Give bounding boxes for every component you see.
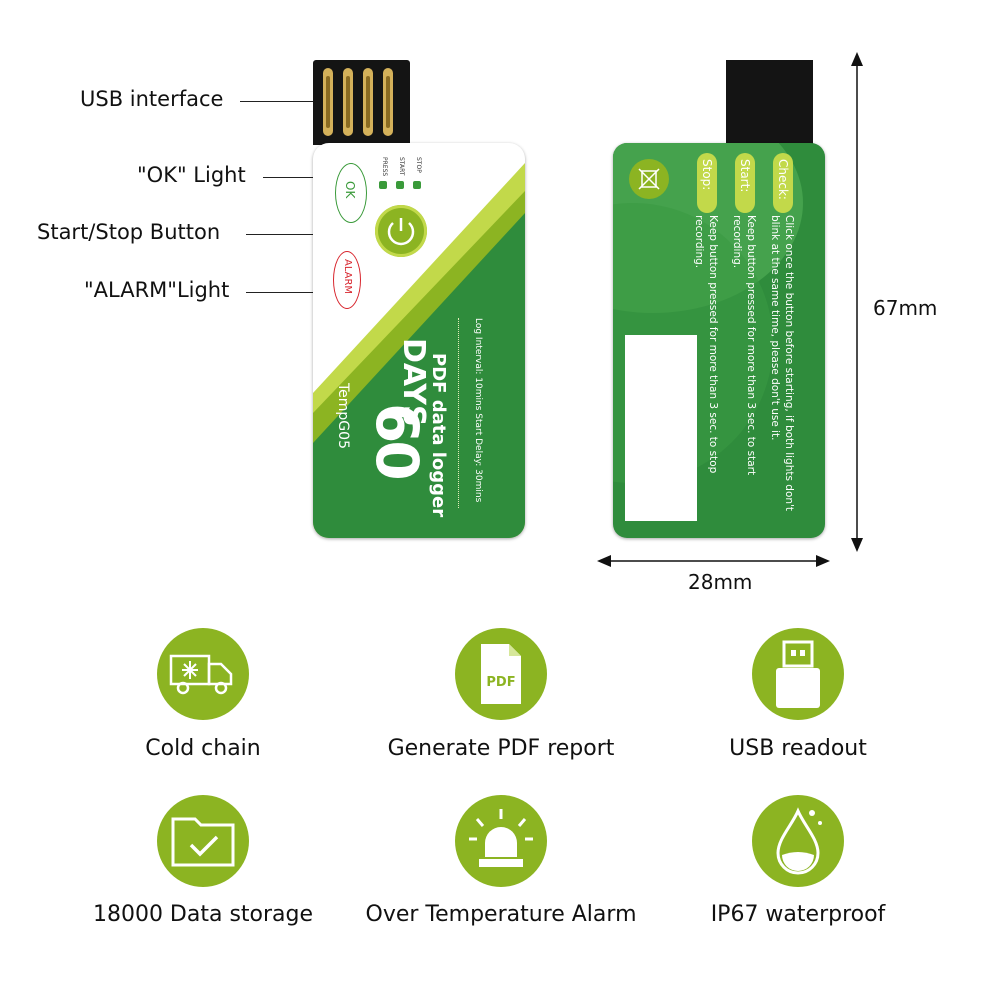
no-dispose-icon	[629, 159, 669, 199]
label-area	[625, 335, 697, 521]
start-text-line2: recording.	[731, 215, 743, 269]
leader-alarm	[246, 292, 334, 293]
usb-icon	[776, 640, 820, 708]
width-dimension: 28mm	[688, 570, 753, 594]
usb-pin	[383, 68, 393, 136]
check-text-line1: Click once the button before starting, i…	[783, 215, 795, 512]
press-label: PRESS	[381, 157, 388, 177]
callout-usb-interface: USB interface	[80, 87, 224, 111]
back-card: Check: Start: Stop: Click once the butto…	[613, 143, 825, 538]
start-text-line1: Keep button pressed for more than 3 sec.…	[745, 215, 757, 476]
front-usb-connector	[313, 60, 410, 145]
stop-label: STOP	[415, 157, 422, 173]
folder-check-icon	[171, 817, 235, 867]
feature-label: Cold chain	[145, 736, 261, 761]
alarm-light-icon	[469, 809, 533, 867]
back-usb-connector	[726, 60, 813, 146]
feature-label: Generate PDF report	[387, 736, 615, 761]
waterproof-feature	[752, 795, 844, 887]
spec-text: Log Interval: 10mins Start Delay: 30mins	[473, 318, 483, 503]
stop-pill	[697, 153, 717, 213]
usb-pin	[363, 68, 373, 136]
leader-ok	[263, 177, 333, 178]
cold-chain-feature	[157, 628, 249, 720]
water-drop-icon	[776, 807, 822, 875]
callout-ok-light: "OK" Light	[137, 163, 246, 187]
callout-start-stop-button: Start/Stop Button	[37, 220, 221, 244]
callout-alarm-light: "ALARM"Light	[84, 278, 230, 302]
check-label: Check:	[776, 159, 790, 200]
spec-divider	[458, 318, 460, 508]
start-label: START	[398, 157, 405, 176]
ok-light-label: OK	[343, 181, 357, 199]
height-dimension: 67mm	[873, 296, 938, 320]
power-icon	[387, 218, 415, 246]
usb-readout-feature	[752, 628, 844, 720]
over-temperature-alarm-feature	[455, 795, 547, 887]
start-stop-button[interactable]	[375, 205, 427, 257]
usb-pin	[343, 68, 353, 136]
truck-icon	[169, 654, 233, 695]
data-storage-feature	[157, 795, 249, 887]
alarm-light-label: ALARM	[342, 259, 353, 295]
check-pill	[773, 153, 793, 213]
feature-label: 18000 Data storage	[92, 902, 314, 927]
start-pill	[735, 153, 755, 213]
press-icon	[379, 181, 387, 189]
front-card: OK ALARM PRESS START STOP TempG05 60 DAY…	[313, 143, 525, 538]
days-word: DAYS	[396, 338, 431, 427]
stop-label: Stop:	[700, 159, 714, 191]
leader-usb	[240, 101, 326, 102]
stop-text-line2: recording.	[693, 215, 705, 269]
pdf-icon: PDF	[481, 644, 521, 704]
leader-button	[246, 234, 374, 235]
svg-text:PDF: PDF	[486, 675, 515, 690]
start-label: Start:	[738, 159, 752, 193]
usb-pin	[323, 68, 333, 136]
product-subtitle: PDF data logger	[428, 353, 449, 518]
feature-label: IP67 waterproof	[710, 902, 886, 927]
stop-text-line1: Keep button pressed for more than 3 sec.…	[707, 215, 719, 474]
check-text-line2: blink at the same time, please don't use…	[769, 215, 781, 441]
feature-label: Over Temperature Alarm	[365, 902, 637, 927]
model-name: TempG05	[335, 383, 351, 449]
stop-icon	[413, 181, 421, 189]
start-icon	[396, 181, 404, 189]
pdf-report-feature: PDF	[455, 628, 547, 720]
front-card-graphic	[313, 163, 525, 538]
alarm-light	[333, 251, 361, 309]
feature-label: USB readout	[729, 736, 867, 761]
ok-light	[335, 163, 367, 223]
